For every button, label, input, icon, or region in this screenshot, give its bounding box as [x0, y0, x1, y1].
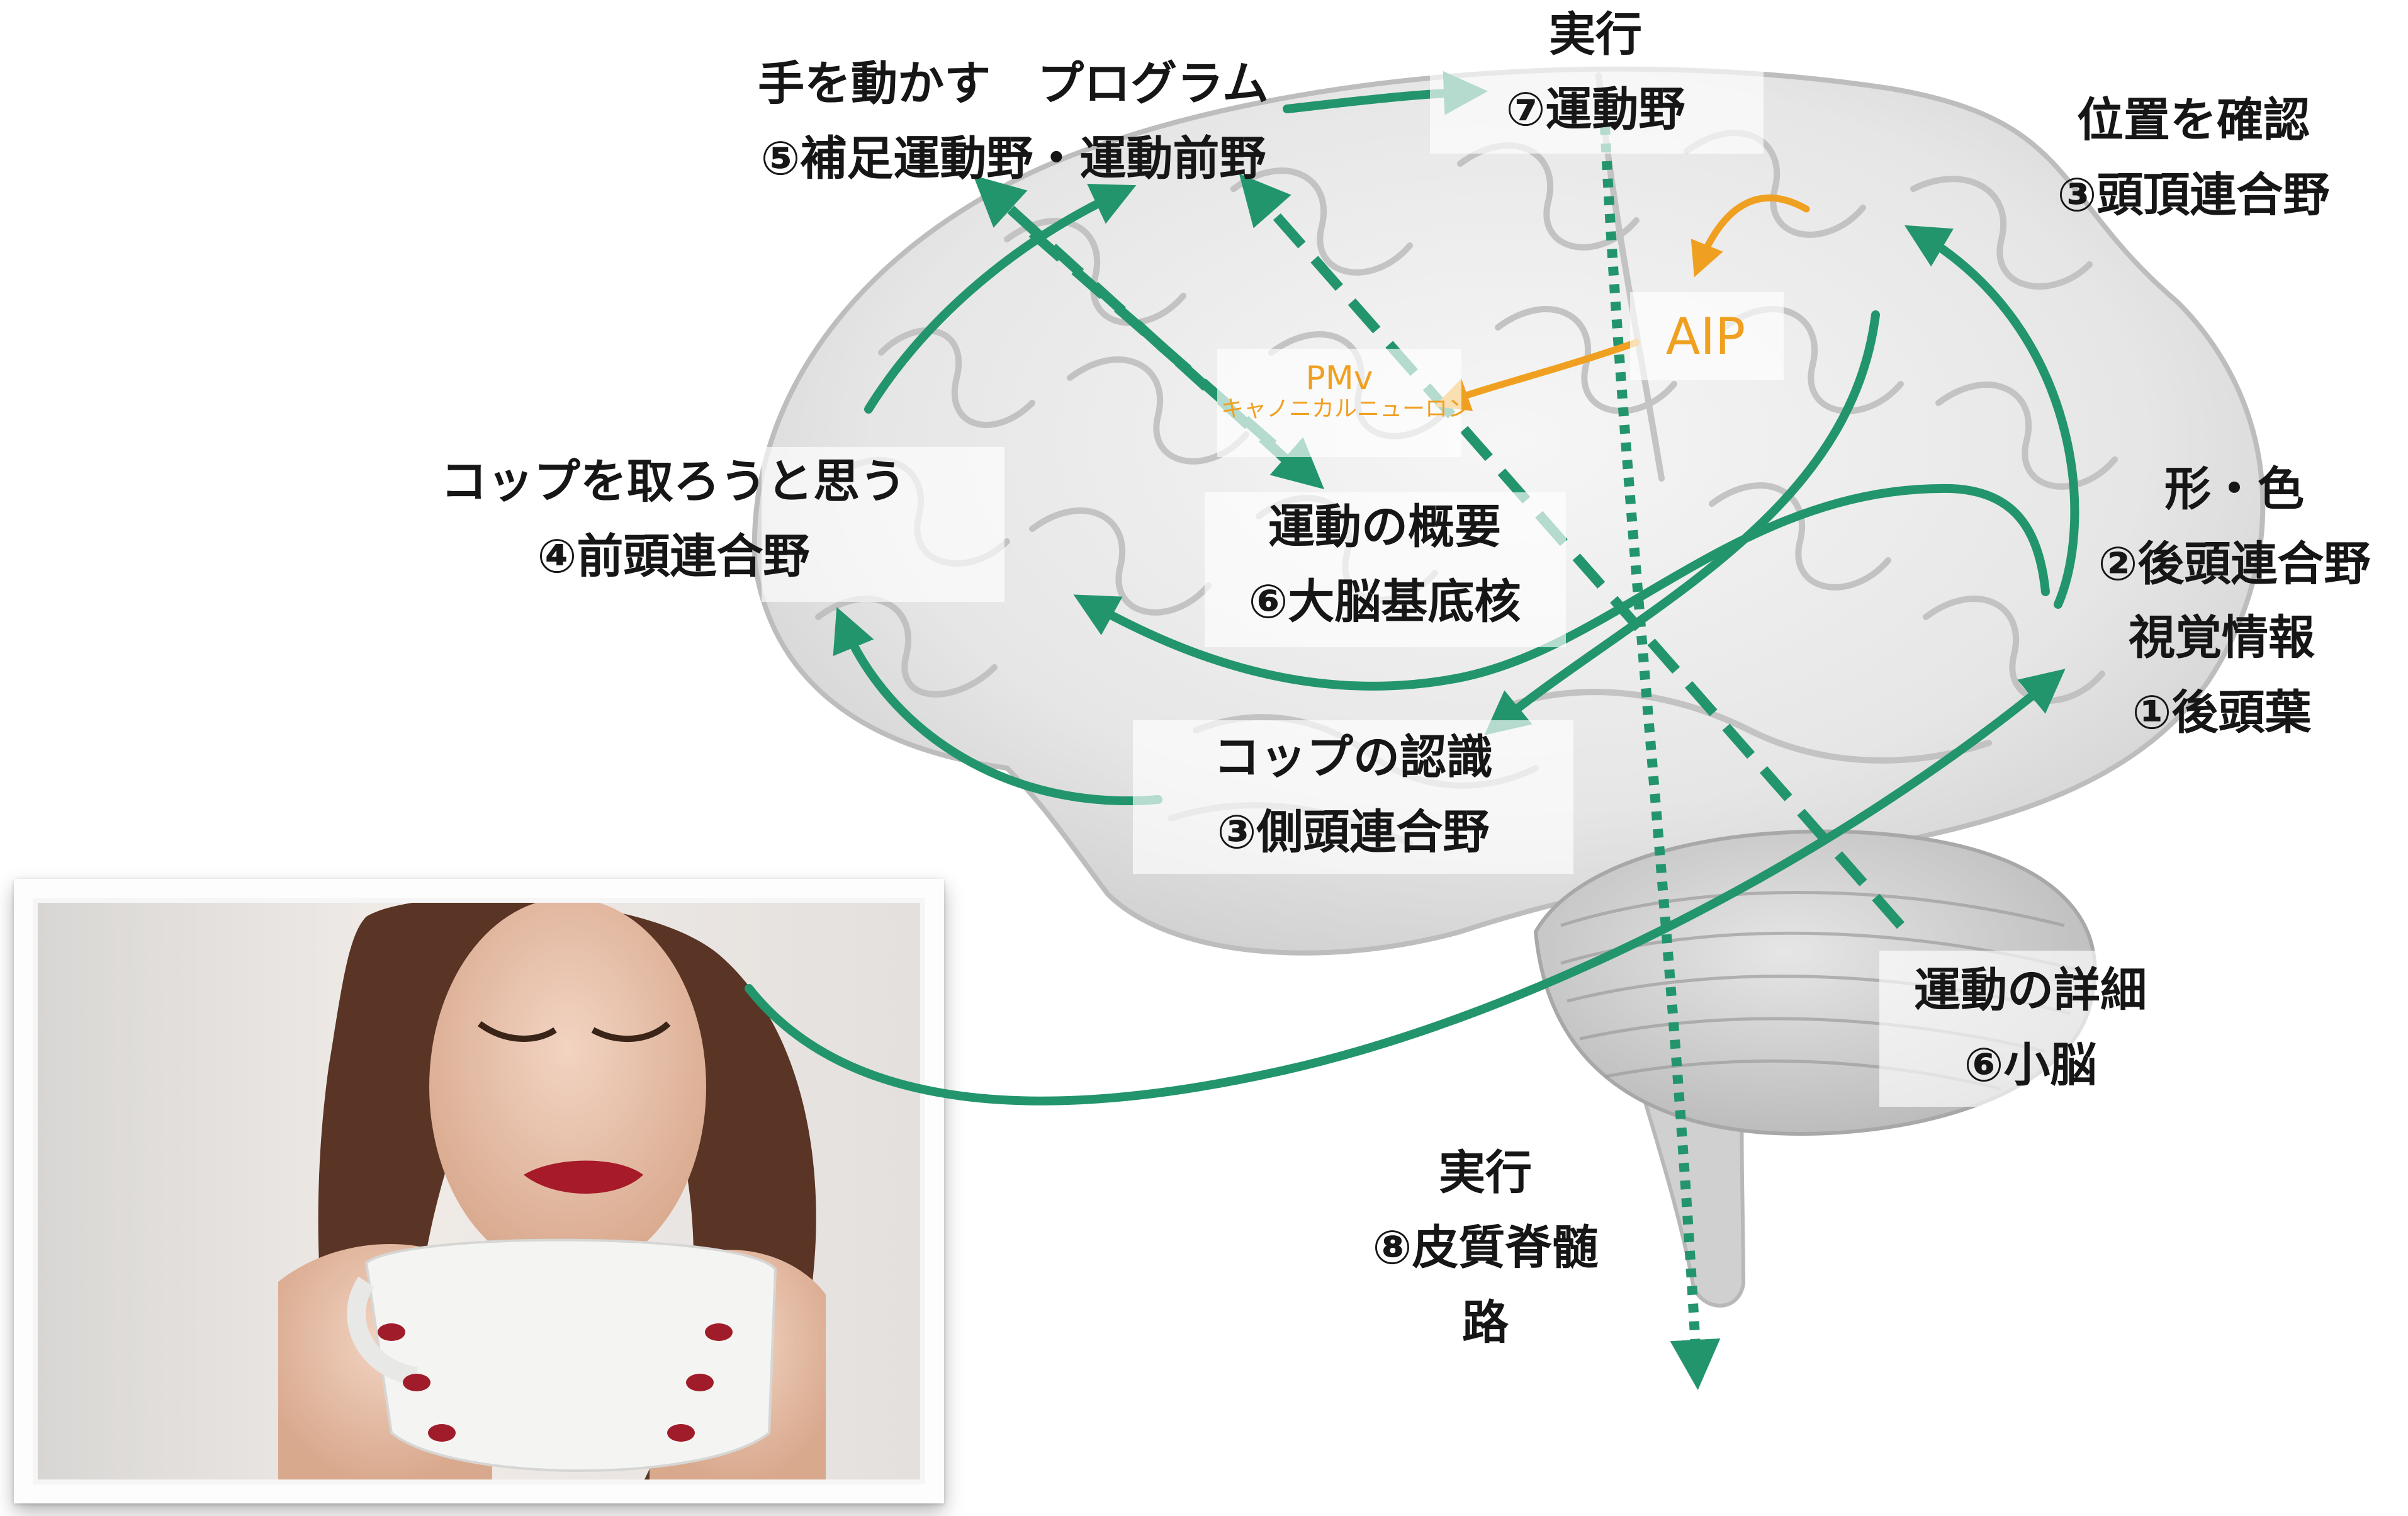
label-spinal-line3: 路 [1462, 1295, 1509, 1350]
cup-photo-frame [14, 879, 944, 1503]
label-temporal-line1: コップの認識 [1213, 730, 1493, 784]
label-occipital-assoc: 形・色 ②後頭連合野 [2064, 463, 2404, 591]
label-occipital-line2: ①後頭葉 [2132, 685, 2312, 740]
label-spinal-line1: 実行 [1439, 1146, 1532, 1200]
label-cerebellum-line2: ⑥小脳 [1964, 1038, 2097, 1092]
label-aip-text: AIP [1665, 307, 1746, 366]
arrow-parietal-to-aip [1691, 195, 1810, 278]
dotted-arrow-motor-to-spinal [1600, 125, 1721, 1390]
label-hand-program: 手を動かす プログラム ⑤補足運動野・運動前野 [667, 58, 1359, 185]
label-cerebellum-line1: 運動の詳細 [1914, 963, 2147, 1017]
arrow-photo-to-occipital [745, 669, 2066, 1106]
label-pmv: PMv キャノニカルニューロン [1221, 359, 1471, 422]
label-parietal-line1: 位置を確認 [2077, 93, 2310, 147]
label-frontal: コップを取ろうと思う ④前頭連合野 [390, 456, 957, 583]
arrow-temporal-to-frontal [833, 607, 1162, 806]
label-cerebellum: 運動の詳細 ⑥小脳 [1879, 964, 2181, 1092]
arrow-occipital-to-parietal [1904, 225, 2079, 609]
panel-frontal [762, 447, 1004, 602]
label-spinal-line2: ⑧皮質脊髄 [1372, 1220, 1599, 1275]
label-occipital-line1: 視覚情報 [2129, 611, 2315, 665]
label-occipital-assoc-line1: 形・色 [2164, 462, 2304, 516]
label-aip: AIP [1636, 308, 1775, 365]
arrow-aip-to-pmv [1434, 339, 1640, 412]
dashed-arrow-cerebellum-to-premotor [1239, 173, 1905, 929]
label-frontal-line1: コップを取ろうと思う [441, 455, 906, 509]
panel-pmv [1217, 349, 1461, 457]
label-pmv-line2: キャノニカルニューロン [1221, 396, 1471, 422]
label-spinal: 実行 ⑧皮質脊髄 路 [1334, 1147, 1636, 1349]
label-motor-line2: ⑦運動野 [1505, 82, 1685, 137]
panel-temporal [1133, 720, 1573, 874]
panel-cerebellum [1879, 951, 2181, 1107]
label-parietal-line2: ③頭頂連合野 [2057, 167, 2330, 222]
label-parietal: 位置を確認 ③頭頂連合野 [1995, 94, 2392, 222]
label-hand-program-line2: ⑤補足運動野・運動前野 [760, 131, 1266, 186]
panel-aip [1630, 292, 1784, 380]
label-basal-ganglia-line1: 運動の概要 [1268, 500, 1501, 554]
label-motor-line1: 実行 [1549, 8, 1642, 62]
arrow-parietal-to-temporal [1484, 310, 1880, 735]
panel-spinal [1441, 1140, 1655, 1385]
label-temporal: コップの認識 ③側頭連合野 [1139, 732, 1567, 859]
label-frontal-line2: ④前頭連合野 [537, 529, 810, 584]
panel-basal-ganglia [1205, 492, 1566, 647]
label-basal-ganglia: 運動の概要 ⑥大脳基底核 [1208, 501, 1561, 628]
arrow-frontal-to-premotor [864, 184, 1137, 414]
label-temporal-line2: ③側頭連合野 [1217, 805, 1490, 859]
label-basal-ganglia-line2: ⑥大脳基底核 [1248, 574, 1521, 629]
label-occipital: 視覚情報 ①後頭葉 [2077, 612, 2366, 739]
label-motor-cortex: 実行 ⑦運動野 [1441, 9, 1750, 136]
label-pmv-line1: PMv [1305, 359, 1373, 397]
woman-holding-cup-photo [33, 898, 925, 1485]
label-hand-program-line1: 手を動かす プログラム [758, 57, 1269, 111]
label-occipital-assoc-line2: ②後頭連合野 [2098, 536, 2371, 591]
